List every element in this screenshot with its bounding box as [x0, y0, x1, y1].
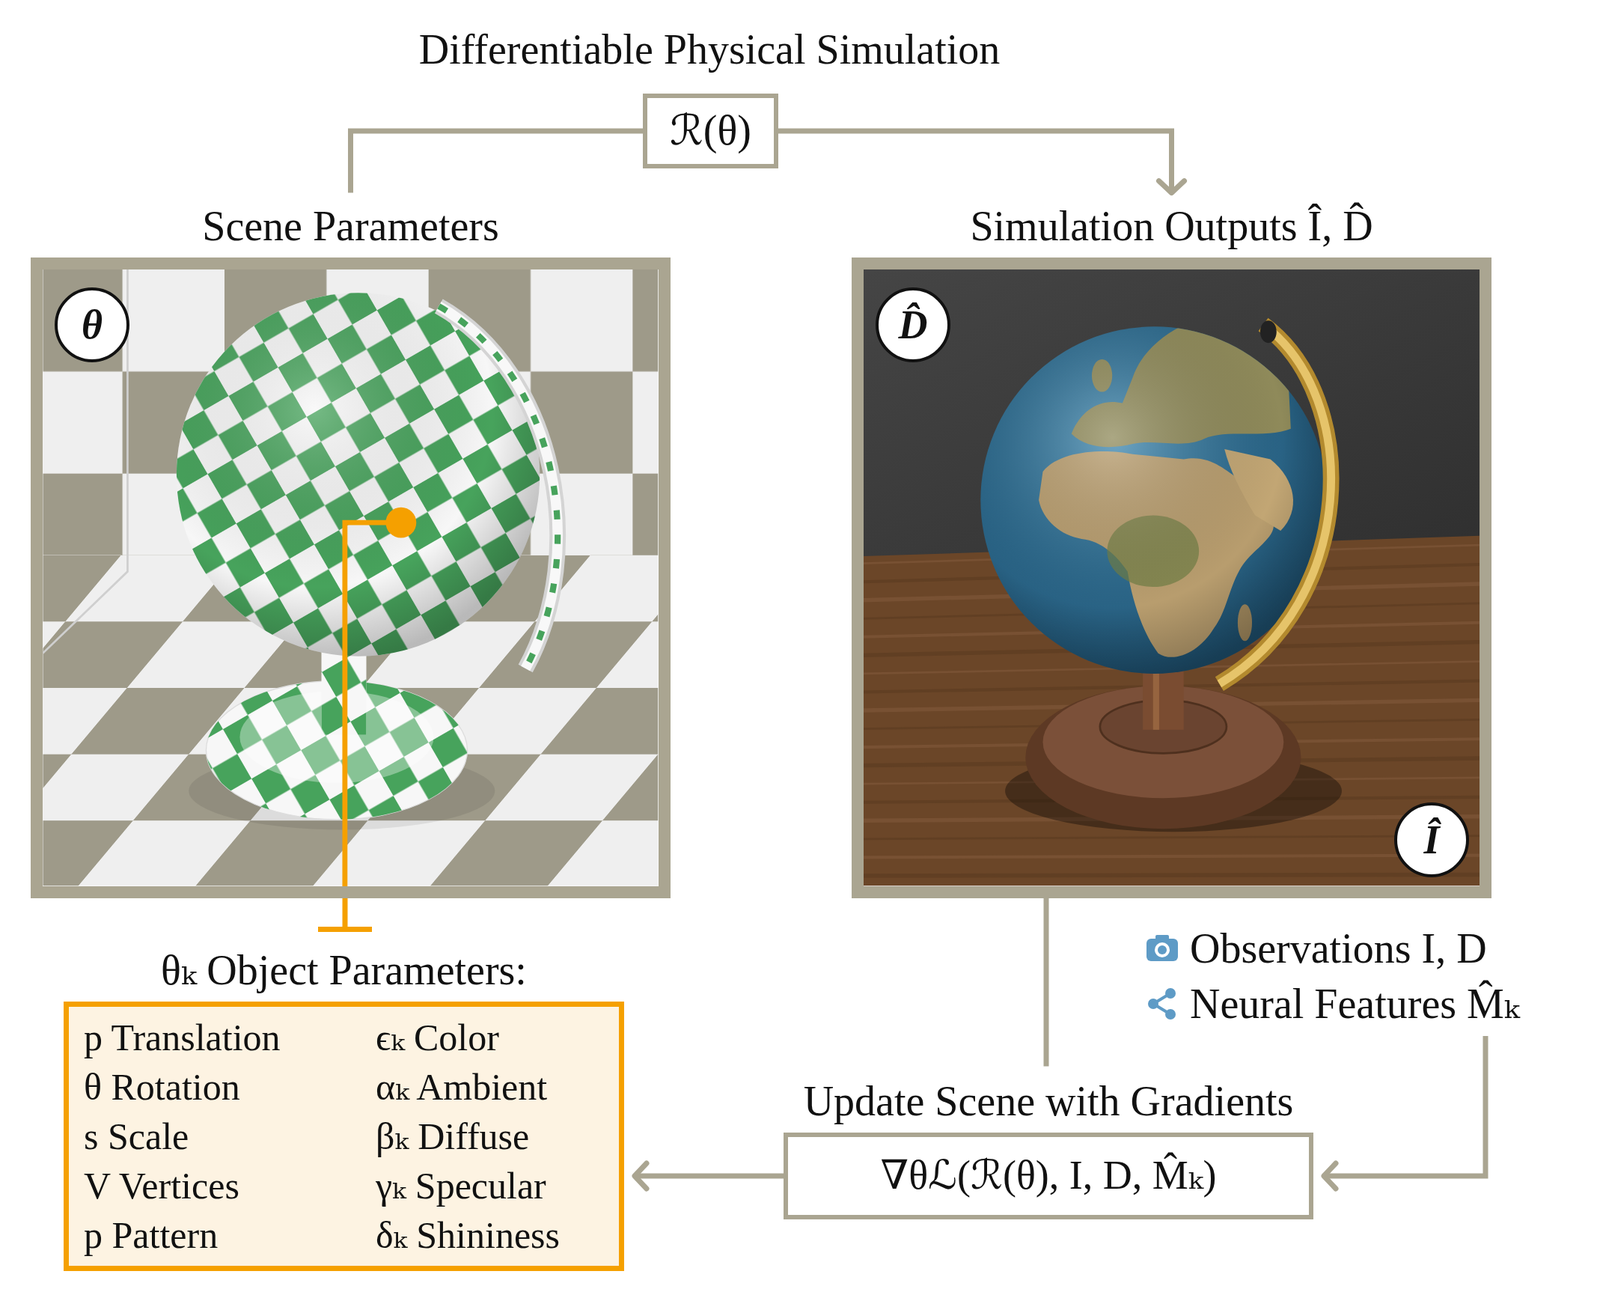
- symbol-circle: Î: [1394, 802, 1470, 878]
- parameter-entry: p Translation: [83, 1012, 376, 1062]
- camera-icon: [1144, 930, 1180, 966]
- panel-heading: Simulation Outputs Î, D̂: [969, 202, 1373, 250]
- globe-arc-cap: [1260, 320, 1277, 343]
- parameter-entry: δₖ Shininess: [375, 1210, 604, 1260]
- input-label: Neural Features M̂ₖ: [1189, 979, 1520, 1028]
- camera-lens-ring: [1154, 942, 1170, 958]
- parameter-entry: θ Rotation: [83, 1061, 376, 1112]
- share-dot: [1165, 1008, 1176, 1020]
- globe-arc-outline: [438, 306, 558, 669]
- leader-line: [344, 522, 402, 899]
- flow-connector: [634, 1173, 784, 1179]
- illustration-group: [42, 269, 1480, 899]
- input-label: Observations I, D: [1189, 924, 1487, 973]
- globe-shading: [980, 326, 1328, 674]
- camera-body: [1146, 938, 1178, 961]
- panel-heading: Update Scene with Gradients: [803, 1076, 1294, 1125]
- simulation-function: ℛ(θ): [669, 107, 752, 155]
- symbol-letter: Î: [1423, 819, 1440, 860]
- leader-dot: [385, 507, 417, 539]
- flow-connector: [350, 130, 644, 194]
- leader-end-bar: [318, 926, 372, 932]
- panel-node: Update Scene with Gradients ∇θℒ(ℛ(θ), I, …: [783, 1076, 1314, 1220]
- parameter-entry: βₖ Diffuse: [375, 1111, 604, 1161]
- panel-frame: ∇θℒ(ℛ(θ), I, D, M̂ₖ): [783, 1132, 1314, 1220]
- globe-ocean: [980, 326, 1328, 674]
- parameter-entry: αₖ Ambient: [375, 1061, 604, 1112]
- flow-connector: [778, 130, 1172, 194]
- simulation-output-render: [863, 269, 1481, 887]
- parameter-entry: p Pattern: [83, 1210, 376, 1260]
- gradient-formula: ∇θℒ(ℛ(θ), I, D, M̂ₖ): [880, 1153, 1217, 1198]
- globe-arc: [1219, 324, 1331, 685]
- simulation-box: ℛ(θ): [642, 93, 779, 169]
- input-row: Observations I, D: [1144, 920, 1520, 976]
- share-dot: [1165, 987, 1176, 999]
- parameter-grid: p Translationϵₖ Colorθ Rotationαₖ Ambien…: [68, 1006, 619, 1266]
- panel-node: Simulation Outputs Î, D̂ D̂ Î: [851, 202, 1492, 899]
- globe-arc-highlight: [1219, 324, 1331, 685]
- symbol-letter: θ: [81, 304, 103, 345]
- panel-frame: D̂ Î: [851, 257, 1492, 899]
- symbol-circle: D̂: [875, 287, 951, 363]
- symbol-circle: θ: [54, 287, 130, 363]
- camera-top: [1155, 934, 1169, 941]
- panel-node: Scene Parameters θ: [30, 202, 671, 899]
- leader-connector: [342, 898, 348, 930]
- diagram-title: Differentiable Physical Simulation: [419, 25, 1001, 74]
- panel-heading: Scene Parameters: [202, 202, 499, 250]
- flow-connector: [1043, 898, 1050, 1067]
- input-list: Observations I, D Neural Features M̂ₖ: [1144, 920, 1520, 1032]
- globe-arc: [438, 306, 558, 669]
- parameter-entry: ϵₖ Color: [375, 1012, 604, 1062]
- panel-frame: p Translationϵₖ Colorθ Rotationαₖ Ambien…: [63, 1001, 625, 1271]
- share-dot: [1147, 998, 1159, 1009]
- render-ground: [42, 269, 658, 887]
- panel-heading: θₖ Object Parameters:: [160, 945, 527, 994]
- wood-grain: [863, 855, 1481, 858]
- camera-lens: [1157, 945, 1167, 955]
- scene-parameters-render: [42, 269, 658, 887]
- panel-node: θₖ Object Parameters: p Translationϵₖ Col…: [63, 945, 625, 1271]
- wood-grain: [863, 874, 1481, 876]
- panel-frame: θ: [30, 257, 671, 899]
- parameter-entry: γₖ Specular: [375, 1160, 604, 1211]
- parameter-entry: s Scale: [83, 1111, 376, 1161]
- parameter-entry: V Vertices: [83, 1160, 376, 1211]
- symbol-letter: D̂: [898, 304, 928, 345]
- globe-arc-pattern: [438, 306, 558, 669]
- wood-grain: [863, 835, 1481, 839]
- flow-connector: [1323, 1035, 1486, 1176]
- share-icon: [1144, 986, 1180, 1021]
- input-row: Neural Features M̂ₖ: [1144, 975, 1520, 1032]
